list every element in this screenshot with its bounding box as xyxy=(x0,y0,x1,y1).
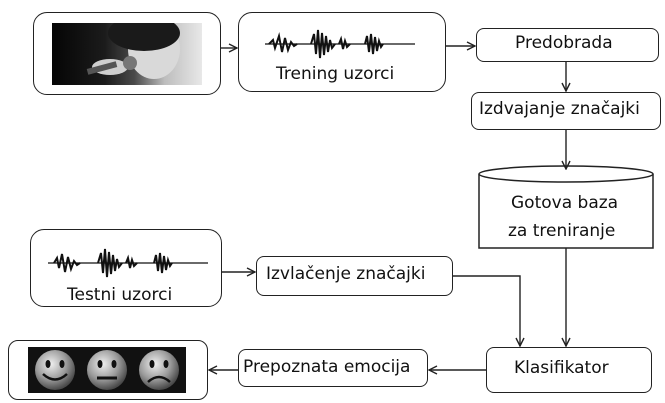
classifier-label: Klasifikator xyxy=(514,358,609,378)
preprocessing-label: Predobrada xyxy=(515,33,613,53)
training-samples-box xyxy=(238,12,446,92)
singer-silhouette-icon xyxy=(86,23,180,79)
training-database-cylinder xyxy=(477,164,657,258)
test-samples-box xyxy=(30,229,222,307)
emotion-faces-strip xyxy=(28,347,186,393)
test-samples-label: Testni uzorci xyxy=(67,285,173,305)
happy-face-icon xyxy=(35,350,75,390)
preprocessing-box xyxy=(476,28,659,62)
feature-extraction-box xyxy=(471,92,661,130)
sad-face-icon xyxy=(139,350,179,390)
classifier-box xyxy=(486,347,652,393)
database-label-line1: Gotova baza xyxy=(511,193,619,213)
training-samples-label: Trening uzorci xyxy=(276,64,395,84)
neutral-face-icon xyxy=(87,350,127,390)
feature-extraction-test-box xyxy=(256,256,453,296)
test-waveform-icon xyxy=(48,245,208,285)
recognized-emotion-label: Prepoznata emocija xyxy=(243,357,411,377)
database-label-line2: za treniranje xyxy=(508,221,616,241)
arrow-extraction-test-to-classifier xyxy=(453,275,520,346)
training-waveform-icon xyxy=(265,26,415,66)
singer-photo xyxy=(52,23,202,85)
recognized-emotion-box xyxy=(238,349,428,387)
singer-image-box xyxy=(33,12,221,95)
feature-extraction-label: Izdvajanje značajki xyxy=(479,99,640,119)
feature-extraction-test-label: Izvlačenje značajki xyxy=(266,264,426,284)
